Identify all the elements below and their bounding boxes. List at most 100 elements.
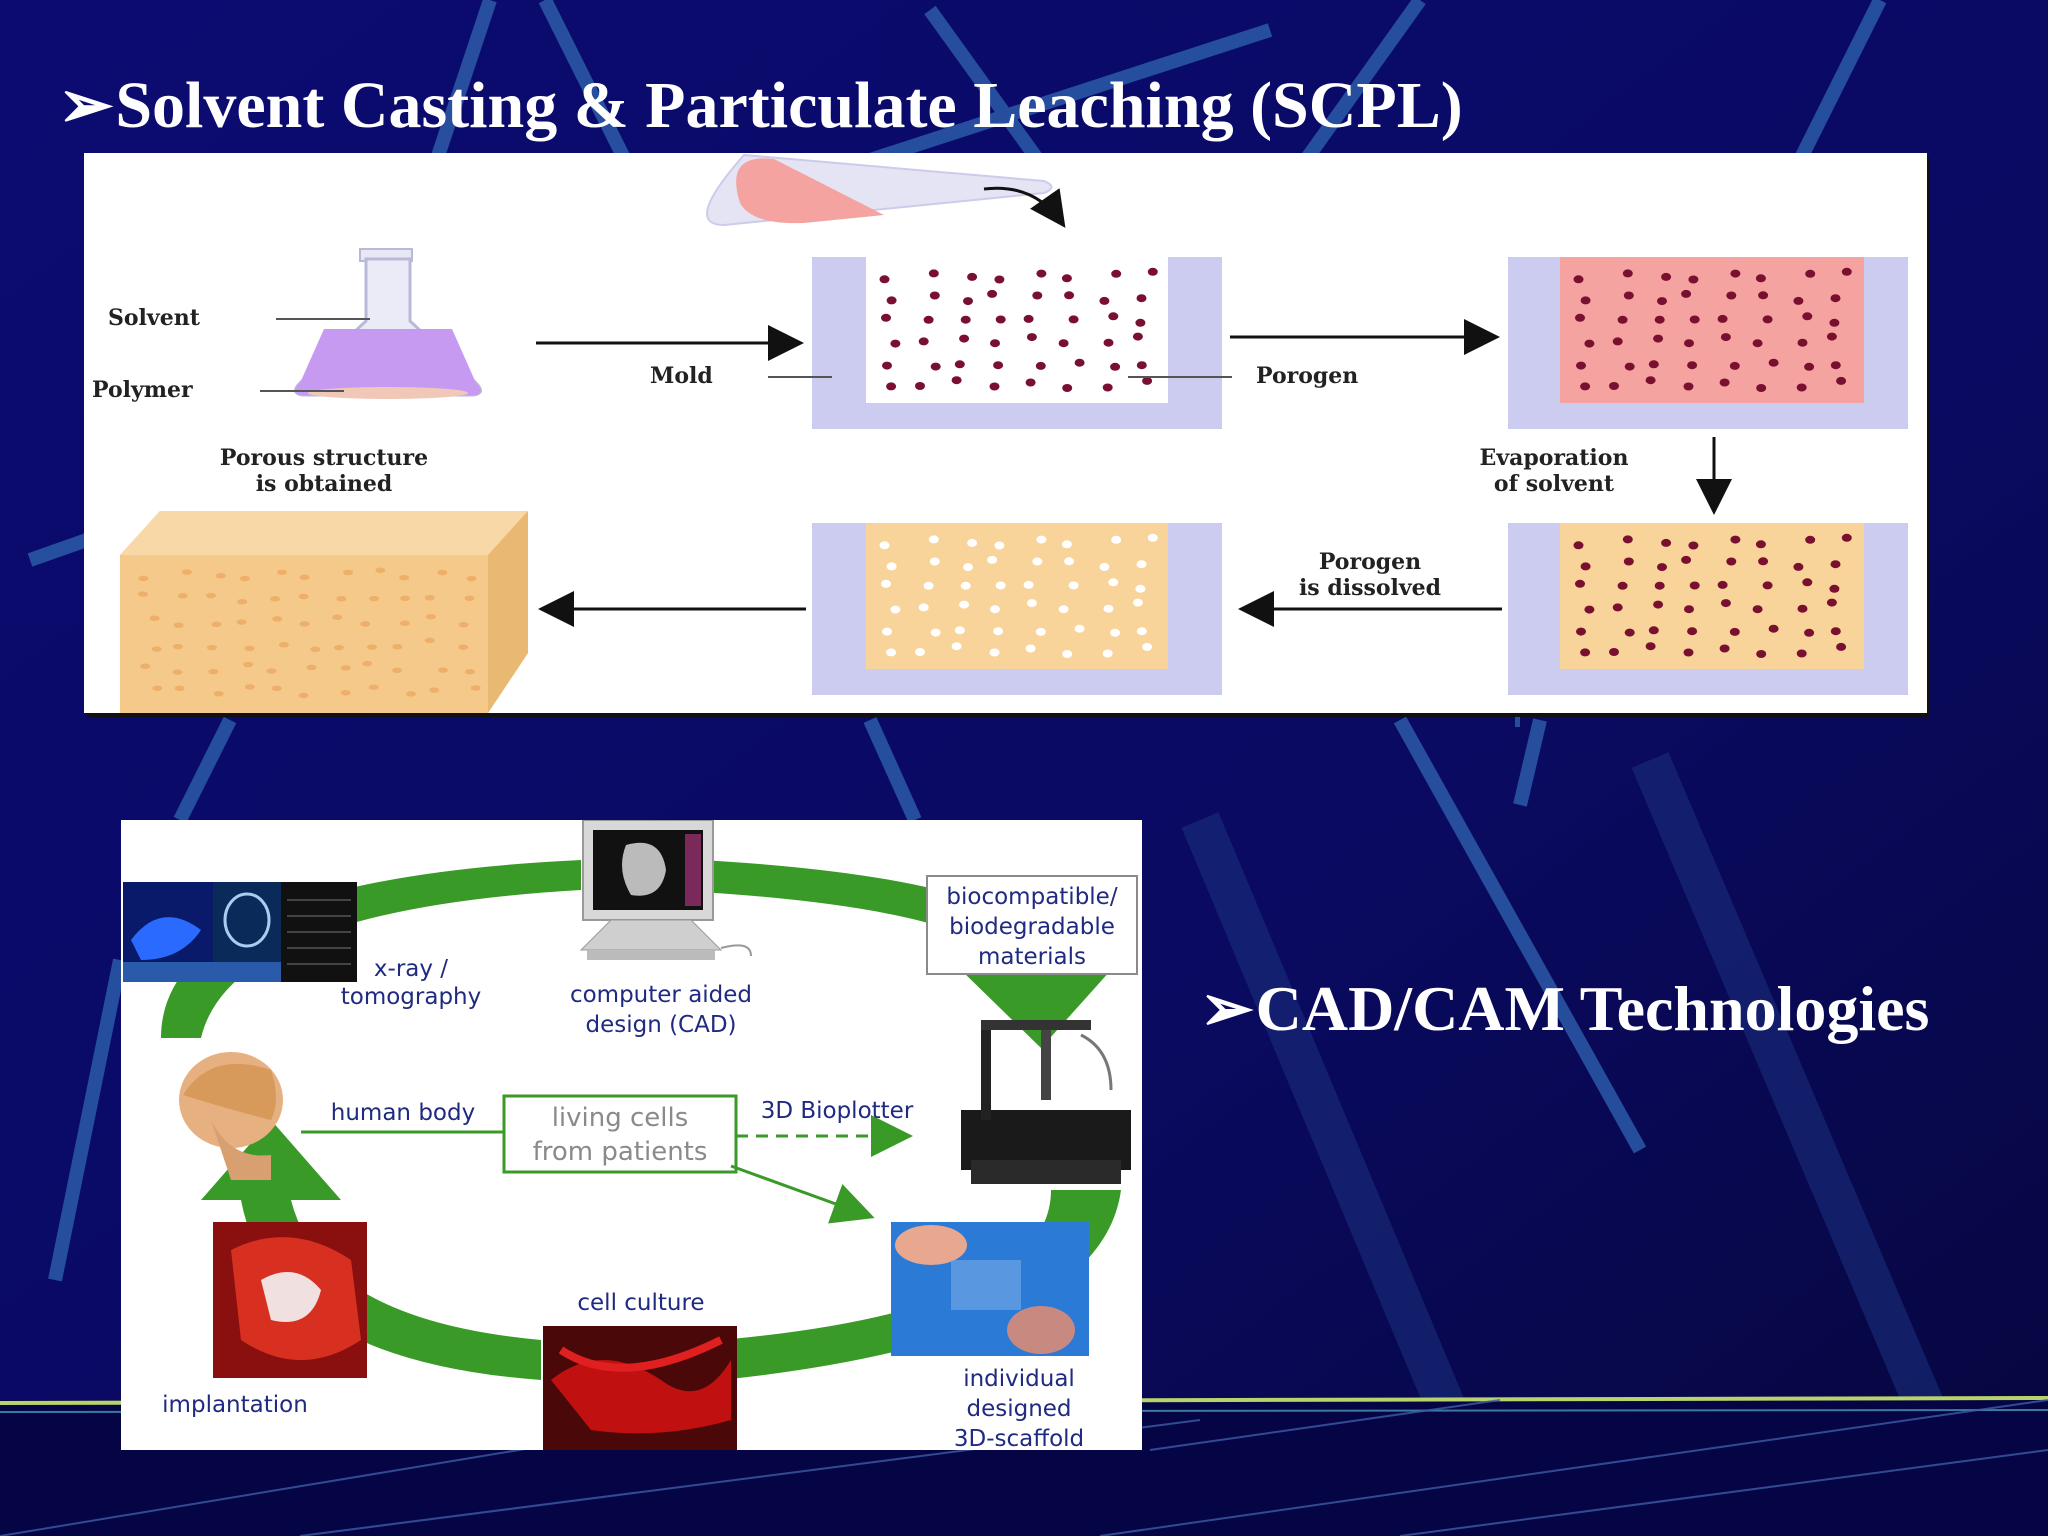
particle xyxy=(1755,540,1766,549)
particle xyxy=(1136,361,1147,370)
particle xyxy=(172,669,183,675)
particle xyxy=(989,382,1000,391)
particle xyxy=(1752,605,1763,614)
particle xyxy=(930,628,941,637)
particle xyxy=(1648,626,1659,635)
particle xyxy=(1830,560,1841,569)
particle xyxy=(954,360,965,369)
particle xyxy=(923,315,934,324)
particle xyxy=(1756,650,1767,658)
particle xyxy=(951,642,962,651)
particle xyxy=(1653,600,1664,609)
label-cells-2: from patients xyxy=(533,1137,708,1167)
particle xyxy=(1135,584,1146,593)
particle xyxy=(1584,339,1595,348)
particle xyxy=(1661,272,1672,281)
computer-icon xyxy=(579,820,752,960)
particle xyxy=(177,593,188,599)
particle xyxy=(987,555,998,564)
label-porous-1: Porous structure xyxy=(220,445,428,471)
particle xyxy=(458,644,469,650)
label-cad-2: design (CAD) xyxy=(585,1012,736,1038)
particle xyxy=(1580,296,1591,305)
particle xyxy=(960,315,971,324)
particle xyxy=(1584,605,1595,614)
particle xyxy=(1624,628,1635,637)
particle xyxy=(995,581,1006,590)
label-bioplotter: 3D Bioplotter xyxy=(761,1098,914,1124)
particle xyxy=(1720,599,1731,608)
particle xyxy=(1026,599,1037,608)
label-dissolved-1: Porogen xyxy=(1319,549,1421,575)
particle xyxy=(1136,294,1147,303)
particle xyxy=(151,646,162,652)
particle xyxy=(954,626,965,635)
particle xyxy=(1102,649,1113,658)
particle xyxy=(1061,540,1072,549)
particle xyxy=(1032,557,1043,566)
particle xyxy=(1026,333,1037,342)
bullet-arrow-icon: ➢ xyxy=(1200,973,1254,1044)
label-scaffold-1: individual xyxy=(963,1366,1075,1392)
particle xyxy=(1099,296,1110,305)
particle xyxy=(1645,642,1656,651)
bioplotter-icon xyxy=(961,1020,1131,1184)
label-polymer: Polymer xyxy=(92,377,193,403)
particle xyxy=(1609,382,1619,390)
label-evaporation-2: of solvent xyxy=(1494,471,1615,497)
particle xyxy=(1036,269,1047,278)
implantation-photo xyxy=(213,1222,367,1378)
particle xyxy=(437,569,448,576)
label-evaporation-1: Evaporation xyxy=(1480,445,1629,471)
particle xyxy=(1135,318,1146,327)
flask-icon xyxy=(294,248,482,399)
scaffold-photo xyxy=(891,1222,1089,1356)
particle xyxy=(181,569,192,575)
label-porous-2: is obtained xyxy=(256,471,393,497)
particle xyxy=(1730,535,1741,544)
particle xyxy=(278,642,289,648)
particle xyxy=(967,272,978,281)
particle xyxy=(213,690,224,697)
particle xyxy=(400,595,411,602)
particle xyxy=(1573,275,1584,284)
particle xyxy=(881,579,891,588)
particle xyxy=(1612,603,1623,612)
bullet-arrow-icon: ➢ xyxy=(58,69,114,142)
particle xyxy=(425,613,436,620)
cad-cam-diagram: x-ray / tomography computer aided design… xyxy=(123,820,1138,1450)
particle xyxy=(1830,627,1841,636)
particle xyxy=(1654,581,1665,590)
particle xyxy=(1719,644,1730,653)
particle xyxy=(1654,315,1665,324)
particle xyxy=(1688,275,1699,284)
particle xyxy=(1111,269,1122,278)
particle xyxy=(392,643,403,650)
label-cad-1: computer aided xyxy=(570,982,752,1008)
particle xyxy=(360,621,371,627)
particle xyxy=(967,538,978,547)
particle xyxy=(993,627,1004,636)
particle xyxy=(1805,535,1816,544)
particle xyxy=(1657,563,1667,572)
particle xyxy=(1841,267,1852,276)
particle xyxy=(1657,297,1667,306)
particle xyxy=(369,595,380,602)
particle xyxy=(1136,560,1147,569)
particle xyxy=(206,644,217,651)
particle xyxy=(928,269,939,278)
particle xyxy=(951,376,962,385)
particle xyxy=(960,581,971,590)
particle xyxy=(1830,294,1841,303)
decorative-lines xyxy=(27,0,1887,1282)
scpl-diagram: Solvent Polymer Mold Porogen Ev xyxy=(92,153,1908,713)
particle xyxy=(1681,289,1692,298)
title-scpl-text: Solvent Casting & Particulate Leaching (… xyxy=(115,69,1463,142)
particle xyxy=(406,691,416,697)
particle xyxy=(1684,339,1694,348)
particle xyxy=(1758,557,1769,566)
particle xyxy=(336,595,347,602)
particle xyxy=(963,563,973,572)
particle xyxy=(1804,362,1815,371)
title-cadcam-text: CAD/CAM Technologies xyxy=(1255,973,1930,1044)
